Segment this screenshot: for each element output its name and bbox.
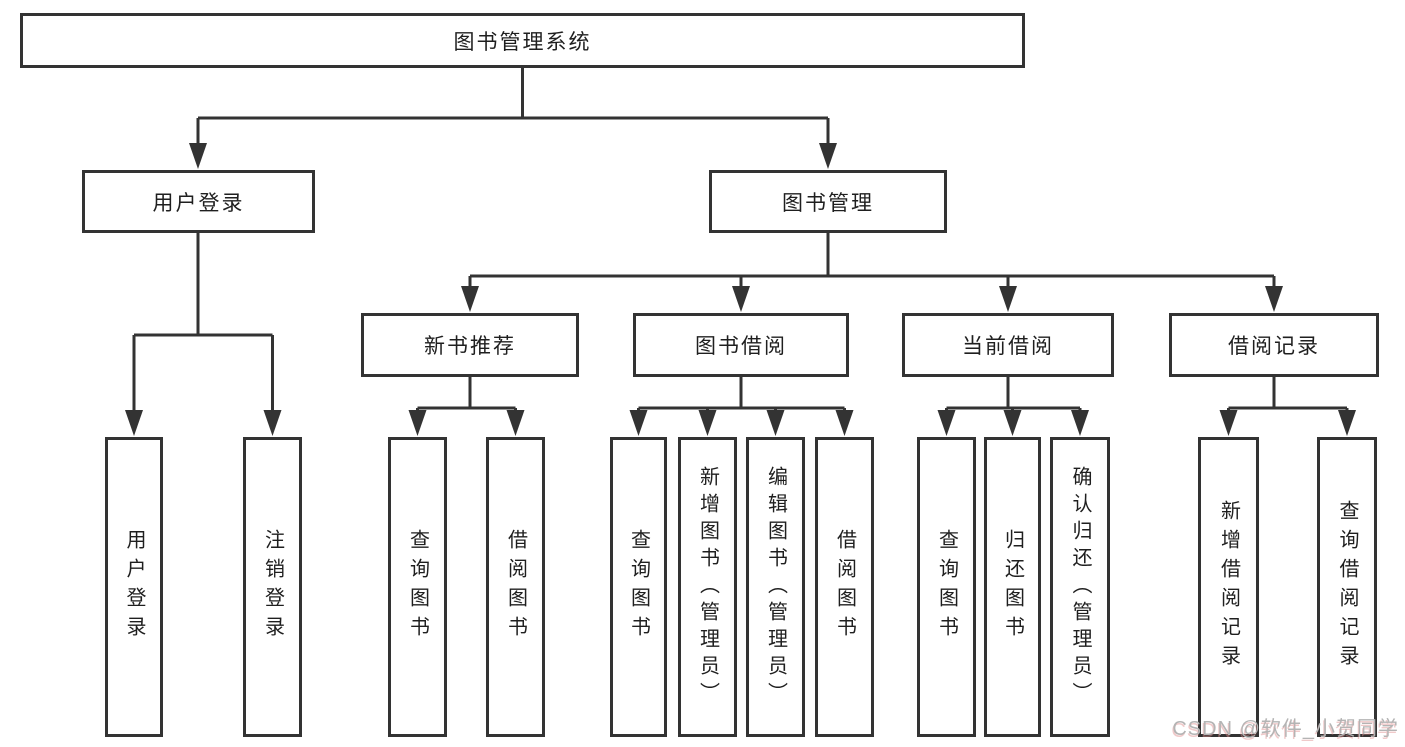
leaf-user-login-label: 用户登录	[123, 529, 145, 645]
node-book-management-module-label: 图书管理	[782, 191, 874, 215]
node-book-borrowing-label: 图书借阅	[695, 335, 787, 358]
leaf-user-login: 用户登录	[105, 437, 163, 737]
leaf-newbook-borrow-books-label: 借阅图书	[504, 529, 527, 645]
node-user-login-module-label: 用户登录	[152, 191, 245, 215]
leaf-newbook-borrow-books: 借阅图书	[486, 437, 545, 737]
leaf-logout: 注销登录	[243, 437, 302, 737]
node-book-borrowing: 图书借阅	[633, 313, 849, 377]
node-new-book-recommend: 新书推荐	[361, 313, 579, 377]
leaf-add-books-admin: 新增图书（管理员）	[678, 437, 737, 737]
leaf-add-borrow-record: 新增借阅记录	[1198, 437, 1259, 737]
leaf-confirm-return-admin: 确认归还（管理员）	[1050, 437, 1110, 737]
node-book-management-module: 图书管理	[709, 170, 947, 233]
connector-paths	[132, 68, 1349, 414]
leaf-borrowing-borrow-books-label: 借阅图书	[833, 529, 856, 645]
watermark: CSDN @软件_小贺同学	[1172, 718, 1399, 740]
leaf-current-query-books: 查询图书	[917, 437, 976, 737]
leaf-return-books-label: 归还图书	[1001, 529, 1024, 645]
arrowheads	[125, 143, 1356, 436]
leaf-newbook-query-books-label: 查询图书	[406, 529, 429, 645]
leaf-current-query-books-label: 查询图书	[935, 529, 958, 645]
node-borrowing-records: 借阅记录	[1169, 313, 1379, 377]
leaf-confirm-return-admin-label: 确认归还（管理员）	[1069, 465, 1091, 709]
node-current-borrowing-label: 当前借阅	[962, 335, 1054, 358]
leaf-add-borrow-record-label: 新增借阅记录	[1217, 500, 1240, 674]
leaf-borrowing-query-books: 查询图书	[610, 437, 667, 737]
leaf-logout-label: 注销登录	[261, 529, 284, 645]
leaf-edit-books-admin-label: 编辑图书（管理员）	[764, 465, 787, 709]
node-borrowing-records-label: 借阅记录	[1228, 335, 1320, 358]
node-system-root-label: 图书管理系统	[453, 30, 592, 54]
node-system-root: 图书管理系统	[20, 13, 1025, 68]
leaf-borrowing-borrow-books: 借阅图书	[815, 437, 874, 737]
leaf-return-books: 归还图书	[984, 437, 1041, 737]
leaf-edit-books-admin: 编辑图书（管理员）	[746, 437, 805, 737]
leaf-query-borrow-record: 查询借阅记录	[1317, 437, 1377, 737]
leaf-query-borrow-record-label: 查询借阅记录	[1336, 500, 1358, 674]
node-new-book-recommend-label: 新书推荐	[424, 335, 516, 358]
node-user-login-module: 用户登录	[82, 170, 315, 233]
leaf-newbook-query-books: 查询图书	[388, 437, 447, 737]
node-current-borrowing: 当前借阅	[902, 313, 1114, 377]
leaf-borrowing-query-books-label: 查询图书	[627, 529, 650, 645]
leaf-add-books-admin-label: 新增图书（管理员）	[696, 465, 719, 709]
